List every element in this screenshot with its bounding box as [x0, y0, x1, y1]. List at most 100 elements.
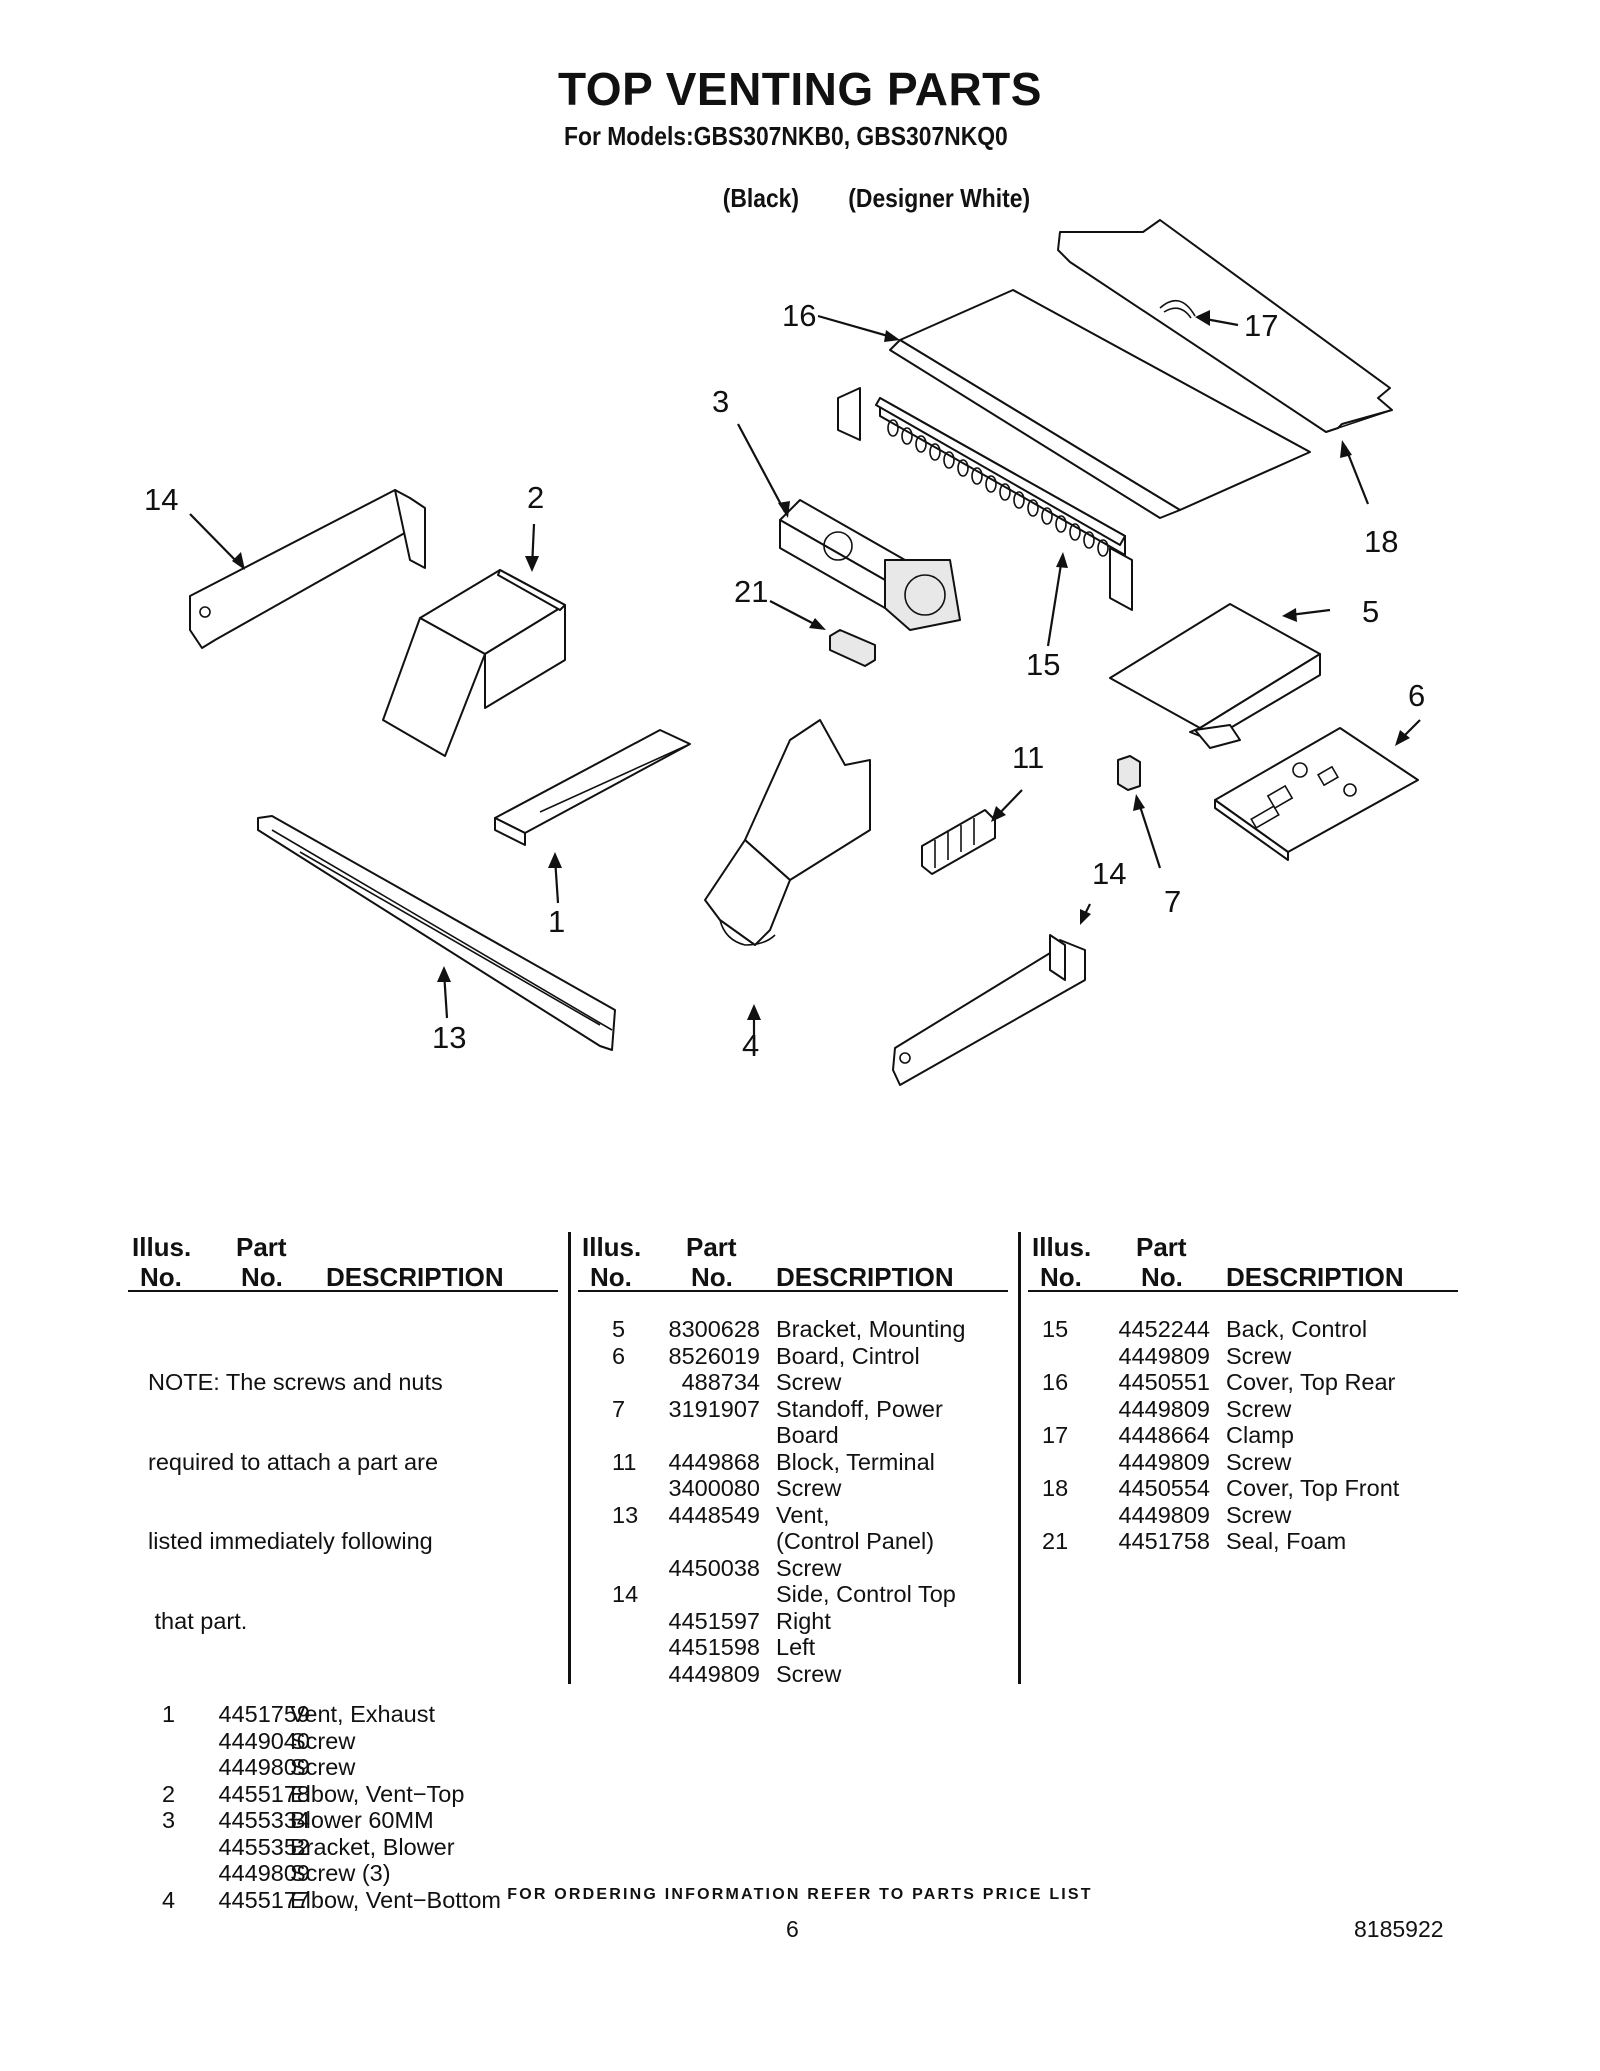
header-part-no: No.: [691, 1262, 733, 1292]
part-description: Left: [776, 1634, 816, 1660]
part-description: Screw: [776, 1660, 842, 1687]
model-colors: (Black)(Designer White): [710, 150, 1030, 214]
part-15-back-control: [837, 387, 1133, 611]
header-illus: Illus.: [132, 1232, 192, 1262]
note-line: NOTE: The screws and nuts: [148, 1369, 443, 1395]
part-number: 4452244: [1118, 1316, 1211, 1342]
part-number: 8300628: [668, 1316, 761, 1342]
part-description: Blower 60MM: [290, 1807, 434, 1833]
part-description: Right: [776, 1607, 831, 1634]
part-number: 4449040: [218, 1727, 311, 1754]
part-description: Screw: [1226, 1501, 1292, 1528]
models-line: For Models:GBS307NKB0, GBS307NKQ0: [564, 121, 1008, 151]
table-row: 4449809 Screw: [1028, 1449, 1458, 1476]
part-description: Cover, Top Front: [1226, 1475, 1400, 1501]
part-number: 4450554: [1118, 1475, 1211, 1501]
table-row: 14 Side, Control Top: [578, 1581, 1008, 1608]
callout-1: 1: [548, 904, 565, 939]
callout-16: 16: [782, 298, 816, 333]
header-illus-no: No.: [1040, 1262, 1082, 1292]
illus-number: 2: [162, 1780, 176, 1807]
part-description: Screw: [776, 1475, 842, 1501]
note-line: that part.: [148, 1607, 248, 1634]
part-number: 4449809: [1118, 1395, 1211, 1422]
callout-14-right: 14: [1092, 856, 1126, 891]
callout-2: 2: [527, 480, 544, 515]
part-18-cover-top-front: [1057, 219, 1393, 433]
header-description: DESCRIPTION: [776, 1262, 954, 1292]
part-description: Screw: [290, 1754, 356, 1780]
leader-lines: [189, 310, 1421, 1054]
header-description: DESCRIPTION: [1226, 1262, 1404, 1292]
part-2-elbow-vent-top: [382, 569, 566, 757]
part-number: 4449809: [1118, 1448, 1211, 1475]
column-divider: [1018, 1232, 1021, 1684]
part-number: 4455178: [218, 1780, 311, 1807]
illus-number: 4: [162, 1886, 176, 1913]
part-number: 4450038: [668, 1554, 761, 1581]
part-13-vent-control-panel: [257, 815, 616, 1051]
part-description: Side, Control Top: [776, 1581, 956, 1607]
part-number: 8526019: [668, 1342, 761, 1369]
page-title: TOP VENTING PARTS: [558, 63, 1042, 115]
table-row: Board: [578, 1422, 1008, 1449]
document-number: 8185922: [1354, 1916, 1444, 1942]
table-row: (Control Panel): [578, 1528, 1008, 1555]
part-number: 4455177: [218, 1886, 311, 1913]
part-number: 4455352: [218, 1833, 311, 1860]
illus-number: 6: [612, 1342, 626, 1369]
column-divider: [568, 1232, 571, 1684]
part-description: Block, Terminal: [776, 1448, 935, 1475]
part-5-bracket-mounting: [1109, 603, 1321, 749]
column-header: Illus. No. Part No. DESCRIPTION: [578, 1232, 1008, 1292]
column-header: Illus. No. Part No. DESCRIPTION: [1028, 1232, 1458, 1292]
exploded-parts-diagram: 16 17 3 14 2 18 21 5 15 6 11 14 7 1 13 4: [144, 219, 1425, 1086]
illus-number: 11: [612, 1448, 637, 1475]
part-number: 3191907: [668, 1395, 761, 1422]
table-row: 18 4450554 Cover, Top Front: [1028, 1475, 1458, 1502]
ordering-info: FOR ORDERING INFORMATION REFER TO PARTS …: [507, 1886, 1093, 1903]
illus-number: 21: [1042, 1528, 1069, 1554]
illus-number: 16: [1042, 1369, 1069, 1395]
part-number: 4451759: [218, 1701, 311, 1727]
part-number: 4449809: [1118, 1501, 1211, 1528]
part-description: Bracket, Mounting: [776, 1316, 966, 1342]
part-16-cover-top-rear: [889, 289, 1311, 519]
part-description: Screw (3): [290, 1860, 391, 1886]
illus-number: 14: [612, 1581, 639, 1607]
part-description: Clamp: [1226, 1422, 1294, 1448]
illus-number: 3: [162, 1807, 176, 1833]
callout-4: 4: [742, 1028, 759, 1063]
illus-number: 15: [1042, 1316, 1069, 1342]
part-description: Cover, Top Rear: [1226, 1369, 1396, 1395]
illus-number: 18: [1042, 1475, 1069, 1501]
part-description: Vent,: [776, 1501, 830, 1528]
part-14-side-left: [189, 489, 426, 649]
callout-13: 13: [432, 1020, 466, 1055]
note: NOTE: The screws and nuts required to at…: [128, 1316, 558, 1687]
illus-number: 1: [162, 1701, 176, 1727]
part-description: Screw: [1226, 1448, 1292, 1475]
part-description: Elbow, Vent−Bottom: [290, 1886, 501, 1913]
part-1-vent-exhaust: [494, 729, 691, 846]
part-description: Bracket, Blower: [290, 1833, 455, 1860]
color-black: (Black): [722, 183, 800, 213]
header-part-no: No.: [241, 1262, 283, 1292]
callout-17: 17: [1244, 308, 1278, 343]
